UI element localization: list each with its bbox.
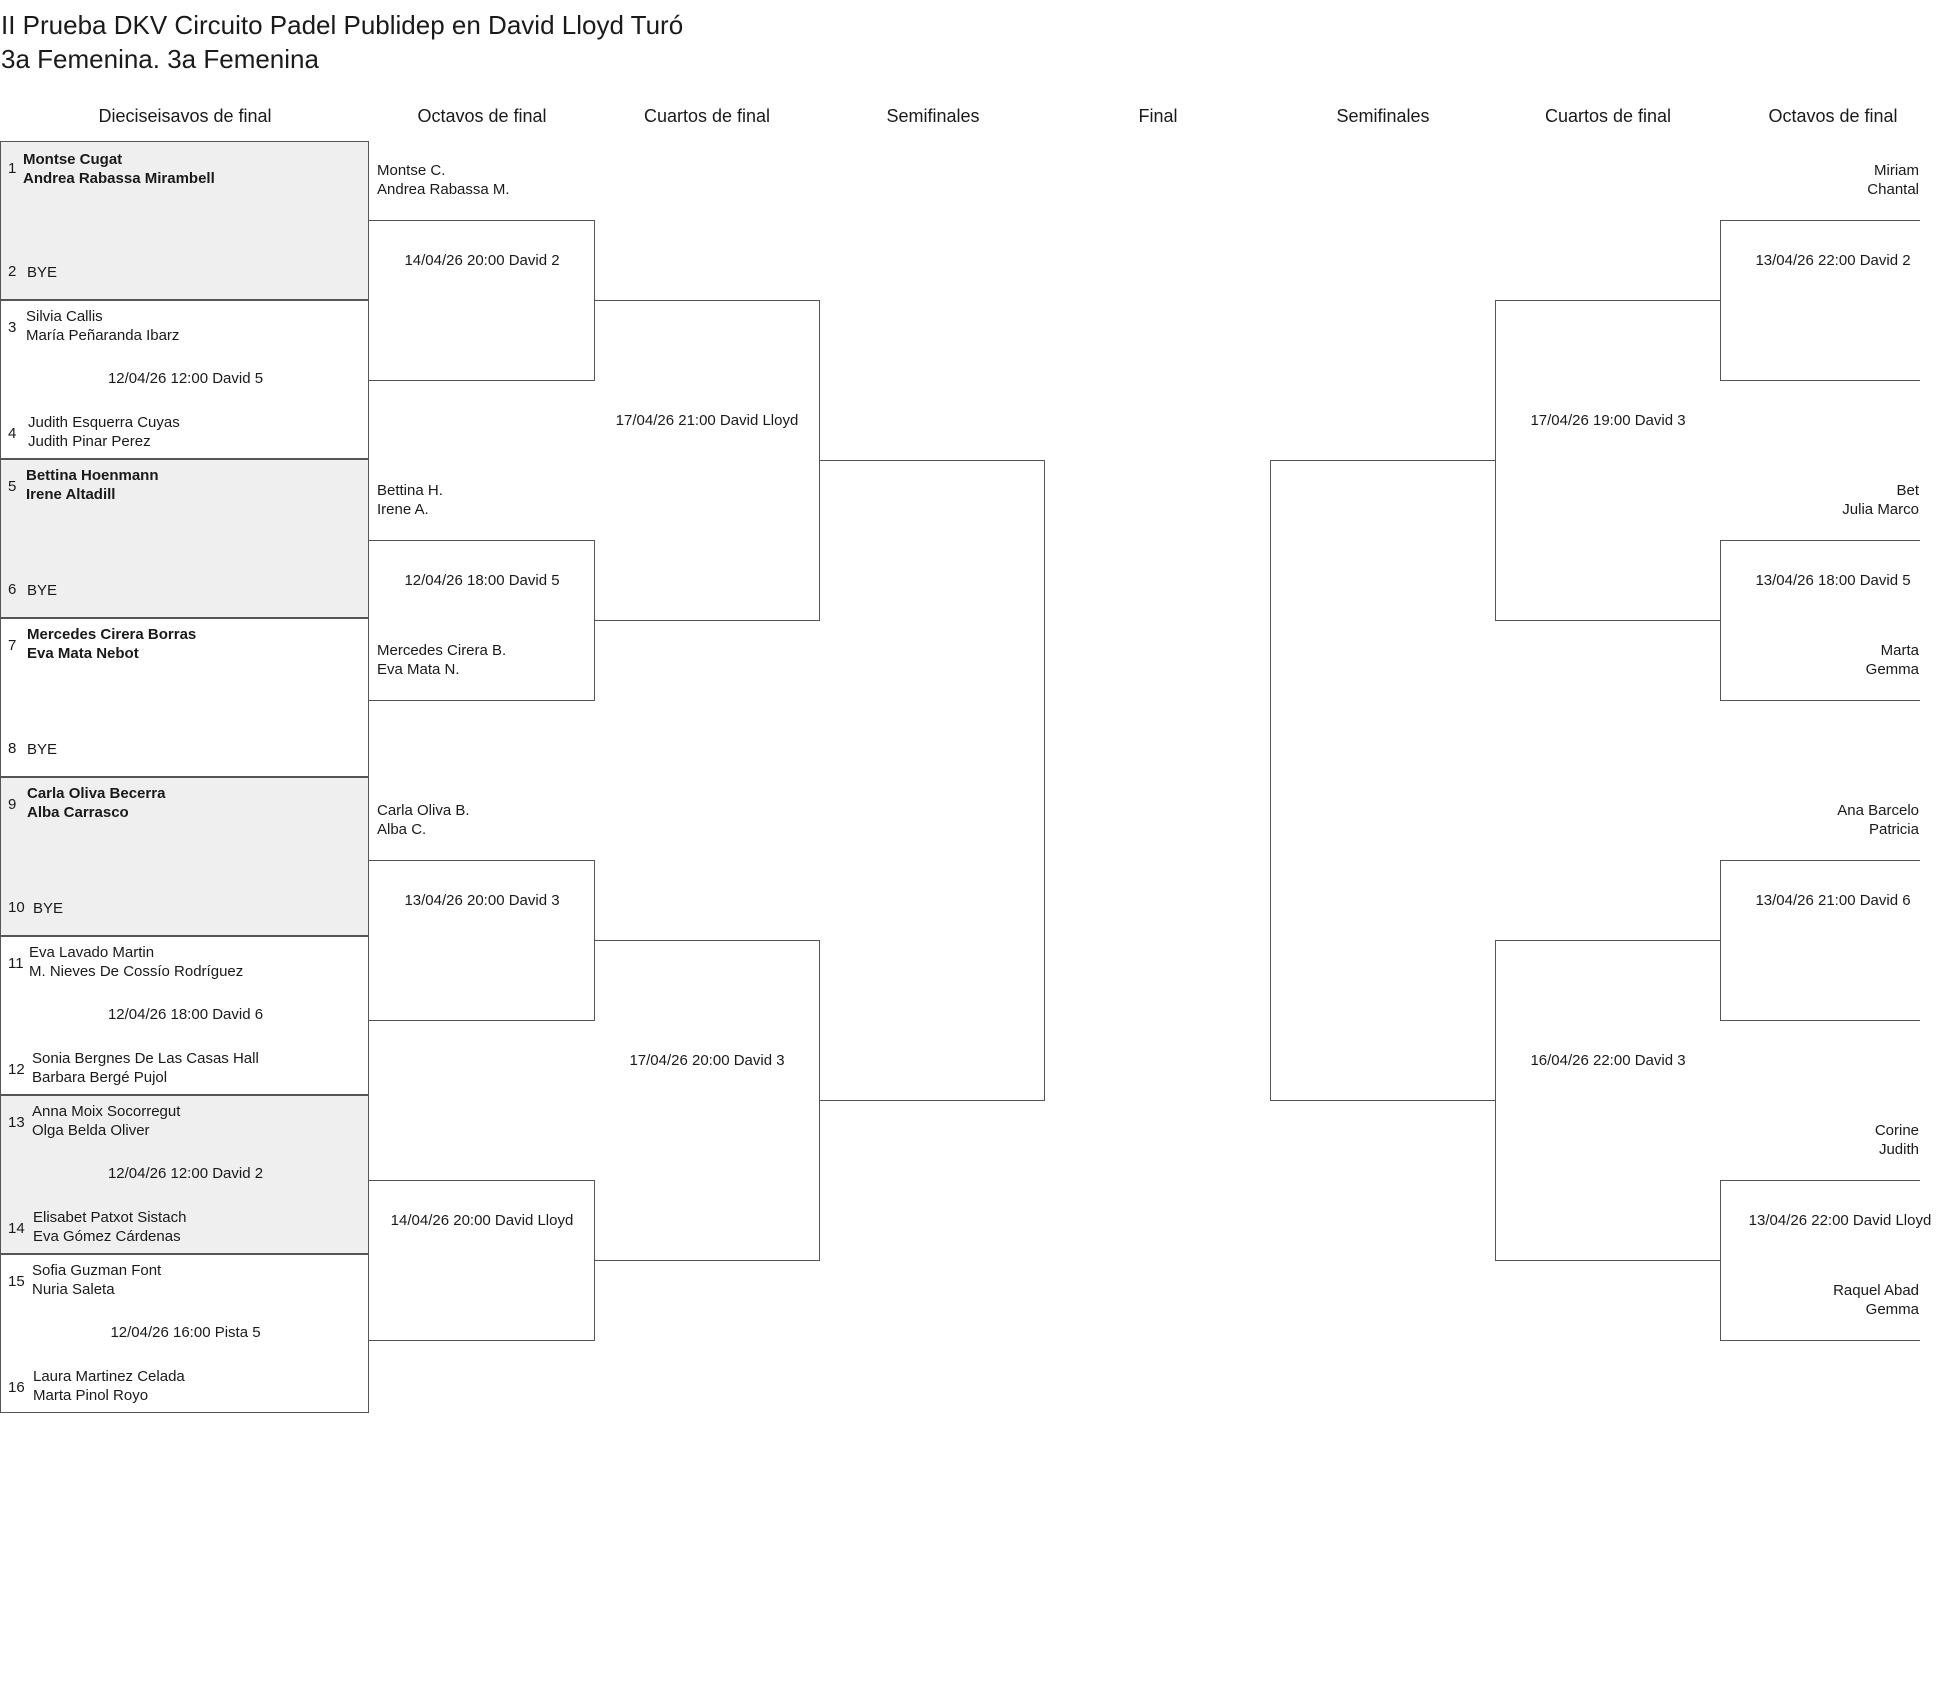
header-octavos-right: Octavos de final bbox=[1768, 106, 1898, 126]
cuartos-left-bracket bbox=[594, 300, 820, 621]
octavos-right-team: Bet Julia Marco bbox=[1842, 482, 1919, 518]
match-slot-6: 11 Eva Lavado Martin M. Nieves De Cossío… bbox=[0, 936, 369, 1095]
semis-right-bracket bbox=[1270, 460, 1495, 1101]
cuartos-right-match-time: 17/04/26 19:00 David 3 bbox=[1530, 412, 1686, 429]
octavos-right-team: Ana Barcelo Patricia bbox=[1837, 802, 1919, 838]
seed-number: 11 bbox=[8, 955, 24, 972]
team-5: Bettina Hoenmann Irene Altadill bbox=[26, 467, 159, 503]
match-slot-3: 5 Bettina Hoenmann Irene Altadill 6 BYE bbox=[0, 459, 369, 618]
match-slot-8: 15 Sofia Guzman Font Nuria Saleta 12/04/… bbox=[0, 1254, 369, 1413]
header-semis-right: Semifinales bbox=[1336, 106, 1430, 126]
team-6: BYE bbox=[27, 582, 58, 599]
team-1: Montse Cugat Andrea Rabassa Mirambell bbox=[23, 151, 215, 187]
match-slot-1: 1 Montse Cugat Andrea Rabassa Mirambell … bbox=[0, 141, 369, 300]
octavos-right-match-time: 13/04/26 18:00 David 5 bbox=[1755, 572, 1911, 589]
team-15: Sofia Guzman Font Nuria Saleta bbox=[32, 1262, 162, 1298]
team-7: Mercedes Cirera Borras Eva Mata Nebot bbox=[27, 626, 197, 662]
cuartos-left-bracket bbox=[594, 940, 820, 1261]
team-14: Elisabet Patxot Sistach Eva Gómez Cárden… bbox=[33, 1209, 187, 1245]
header-octavos-left: Octavos de final bbox=[417, 106, 547, 126]
seed-number: 9 bbox=[8, 796, 17, 813]
octavos-right-team: Corine Judith bbox=[1874, 1122, 1919, 1158]
octavos-right-match-time: 13/04/26 21:00 David 6 bbox=[1755, 892, 1911, 909]
seed-number: 16 bbox=[8, 1379, 25, 1396]
category-subtitle: 3a Femenina. 3a Femenina bbox=[1, 44, 319, 74]
octavos-left-match-time: 14/04/26 20:00 David 2 bbox=[404, 252, 560, 269]
page-title: II Prueba DKV Circuito Padel Publidep en… bbox=[1, 10, 684, 40]
team-2: BYE bbox=[27, 264, 58, 281]
octavos-left-match-time: 12/04/26 18:00 David 5 bbox=[404, 572, 560, 589]
cuartos-right-bracket bbox=[1495, 300, 1721, 621]
header-semis-left: Semifinales bbox=[886, 106, 980, 126]
seed-number: 7 bbox=[8, 637, 17, 654]
octavos-right-team: Raquel Abad Gemma bbox=[1833, 1282, 1919, 1318]
octavos-left-bracket bbox=[369, 860, 595, 1021]
octavos-right-bracket bbox=[1720, 860, 1920, 1021]
octavos-right-bracket bbox=[1720, 1180, 1920, 1341]
team-13: Anna Moix Socorregut Olga Belda Oliver bbox=[32, 1103, 181, 1139]
seed-number: 15 bbox=[8, 1273, 25, 1290]
team-8: BYE bbox=[27, 741, 58, 758]
match-time: 12/04/26 18:00 David 6 bbox=[107, 1006, 264, 1023]
octavos-left-team: Montse C. Andrea Rabassa M. bbox=[377, 162, 510, 198]
octavos-right-match-time: 13/04/26 22:00 David Lloyd bbox=[1748, 1212, 1932, 1229]
octavos-right-match-time: 13/04/26 22:00 David 2 bbox=[1755, 252, 1911, 269]
team-3: Silvia Callis María Peñaranda Ibarz bbox=[26, 308, 180, 344]
match-slot-4: 7 Mercedes Cirera Borras Eva Mata Nebot … bbox=[0, 618, 369, 777]
octavos-left-match-time: 14/04/26 20:00 David Lloyd bbox=[390, 1212, 574, 1229]
match-slot-2: 3 Silvia Callis María Peñaranda Ibarz 12… bbox=[0, 300, 369, 459]
match-time: 12/04/26 16:00 Pista 5 bbox=[110, 1324, 261, 1341]
octavos-right-bracket bbox=[1720, 540, 1920, 701]
seed-number: 5 bbox=[8, 478, 17, 495]
semis-left-bracket bbox=[820, 460, 1045, 1101]
team-12: Sonia Bergnes De Las Casas Hall Barbara … bbox=[32, 1050, 259, 1086]
cuartos-left-match-time: 17/04/26 20:00 David 3 bbox=[629, 1052, 785, 1069]
match-time: 12/04/26 12:00 David 2 bbox=[107, 1165, 264, 1182]
team-11: Eva Lavado Martin M. Nieves De Cossío Ro… bbox=[29, 944, 244, 980]
cuartos-left-match-time: 17/04/26 21:00 David Lloyd bbox=[615, 412, 799, 429]
seed-number: 12 bbox=[8, 1061, 25, 1078]
header-cuartos-right: Cuartos de final bbox=[1544, 106, 1672, 126]
seed-number: 14 bbox=[8, 1220, 25, 1237]
seed-number: 3 bbox=[8, 319, 17, 336]
header-final: Final bbox=[1138, 106, 1178, 126]
seed-number: 13 bbox=[8, 1114, 25, 1131]
octavos-right-team: Miriam Chantal bbox=[1867, 162, 1919, 198]
octavos-left-match-time: 13/04/26 20:00 David 3 bbox=[404, 892, 560, 909]
team-9: Carla Oliva Becerra Alba Carrasco bbox=[27, 785, 166, 821]
cuartos-right-match-time: 16/04/26 22:00 David 3 bbox=[1530, 1052, 1686, 1069]
team-10: BYE bbox=[33, 900, 64, 917]
match-slot-5: 9 Carla Oliva Becerra Alba Carrasco 10 B… bbox=[0, 777, 369, 936]
octavos-left-bracket bbox=[369, 220, 595, 381]
seed-number: 8 bbox=[8, 740, 17, 757]
octavos-left-team: Carla Oliva B. Alba C. bbox=[377, 802, 470, 838]
match-time: 12/04/26 12:00 David 5 bbox=[107, 370, 264, 387]
octavos-left-bracket bbox=[369, 540, 595, 701]
seed-number: 4 bbox=[8, 425, 17, 442]
seed-number: 10 bbox=[8, 899, 25, 916]
team-4: Judith Esquerra Cuyas Judith Pinar Perez bbox=[28, 414, 180, 450]
header-dieciseisavos: Dieciseisavos de final bbox=[98, 106, 272, 126]
octavos-left-team: Mercedes Cirera B. Eva Mata N. bbox=[377, 642, 507, 678]
seed-number: 2 bbox=[8, 263, 17, 280]
team-16: Laura Martinez Celada Marta Pinol Royo bbox=[33, 1368, 185, 1404]
octavos-right-team: Marta Gemma bbox=[1865, 642, 1919, 678]
header-cuartos-left: Cuartos de final bbox=[643, 106, 771, 126]
seed-number: 6 bbox=[8, 581, 17, 598]
seed-number: 1 bbox=[8, 160, 17, 177]
match-slot-7: 13 Anna Moix Socorregut Olga Belda Olive… bbox=[0, 1095, 369, 1254]
octavos-left-bracket bbox=[369, 1180, 595, 1341]
title-block: II Prueba DKV Circuito Padel Publidep en… bbox=[1, 8, 683, 76]
cuartos-right-bracket bbox=[1495, 940, 1721, 1261]
octavos-right-bracket bbox=[1720, 220, 1920, 381]
octavos-left-team: Bettina H. Irene A. bbox=[377, 482, 443, 518]
